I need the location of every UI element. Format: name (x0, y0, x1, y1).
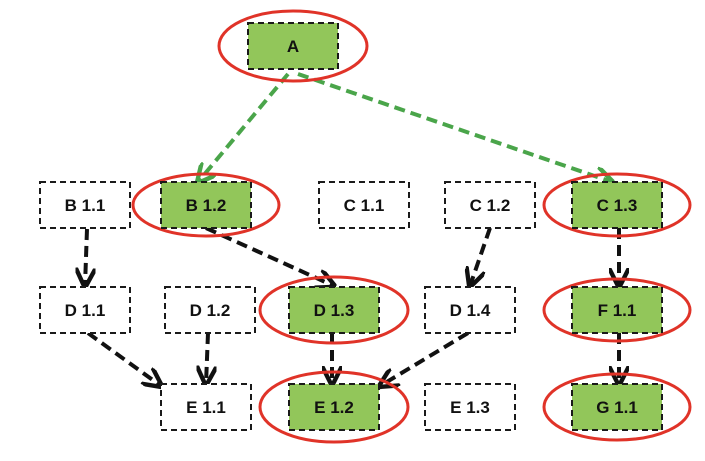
selection-ring-b12 (131, 172, 281, 238)
node-e13: E 1.3 (424, 383, 516, 431)
selection-ring-g11 (542, 372, 692, 442)
node-d14: D 1.4 (424, 286, 516, 334)
node-box-a (247, 22, 339, 70)
node-d11: D 1.1 (39, 286, 131, 334)
node-label-b12: B 1.2 (186, 196, 227, 215)
node-d13: D 1.3 (288, 286, 380, 334)
node-label-g11: G 1.1 (596, 398, 638, 417)
edge-d12-to-e11-arrow (206, 332, 208, 384)
edges-layer (85, 72, 619, 386)
node-box-c12 (444, 181, 536, 229)
node-a: A (247, 22, 339, 70)
node-box-f11 (571, 286, 663, 334)
node-box-d13 (288, 286, 380, 334)
node-label-c13: C 1.3 (597, 196, 638, 215)
node-d12: D 1.2 (164, 286, 256, 334)
node-label-e12: E 1.2 (314, 398, 354, 417)
selection-ring-d13 (258, 275, 410, 345)
node-box-d12 (164, 286, 256, 334)
node-box-c13 (571, 181, 663, 229)
selection-ring-a (217, 9, 369, 83)
node-label-d14: D 1.4 (450, 301, 491, 320)
edge-d11-to-e11-arrow (86, 331, 161, 386)
node-label-a: A (287, 37, 299, 56)
node-label-e11: E 1.1 (186, 398, 226, 417)
node-label-e13: E 1.3 (450, 398, 490, 417)
edge-b11-to-d11-arrow (85, 228, 87, 286)
edge-c12-to-d14-arrow (470, 227, 492, 286)
node-g11: G 1.1 (571, 383, 663, 431)
node-box-e11 (160, 383, 252, 431)
edge-a-to-c13-arrow (297, 72, 612, 182)
nodes-layer: A B 1.1 B 1.2 C 1.1 C 1.2 C 1.3 D 1.1 D 1.2 D 1.… (39, 22, 663, 431)
node-b11: B 1.1 (39, 181, 131, 229)
node-box-e12 (288, 383, 380, 431)
node-box-g11 (571, 383, 663, 431)
node-box-b12 (160, 181, 252, 229)
node-box-e13 (424, 383, 516, 431)
node-label-b11: B 1.1 (65, 196, 106, 215)
node-b12: B 1.2 (160, 181, 252, 229)
node-e11: E 1.1 (160, 383, 252, 431)
rings-layer (131, 9, 692, 444)
node-c11: C 1.1 (318, 181, 410, 229)
node-c12: C 1.2 (444, 181, 536, 229)
node-box-d11 (39, 286, 131, 334)
node-box-b11 (39, 181, 131, 229)
node-label-d12: D 1.2 (190, 301, 231, 320)
edge-a-to-b12-arrow (198, 72, 290, 182)
node-label-d11: D 1.1 (65, 301, 106, 320)
selection-ring-c13 (542, 172, 692, 238)
edge-d14-to-e12-arrow (380, 331, 470, 386)
node-c13: C 1.3 (571, 181, 663, 229)
edge-b12-to-d13-arrow (205, 226, 334, 286)
node-box-d14 (424, 286, 516, 334)
node-e12: E 1.2 (288, 383, 380, 431)
node-box-c11 (318, 181, 410, 229)
node-label-c11: C 1.1 (344, 196, 385, 215)
node-f11: F 1.1 (571, 286, 663, 334)
selection-ring-f11 (542, 277, 692, 343)
node-label-c12: C 1.2 (470, 196, 511, 215)
node-label-f11: F 1.1 (598, 301, 637, 320)
node-label-d13: D 1.3 (314, 301, 355, 320)
selection-ring-e12 (258, 370, 410, 444)
